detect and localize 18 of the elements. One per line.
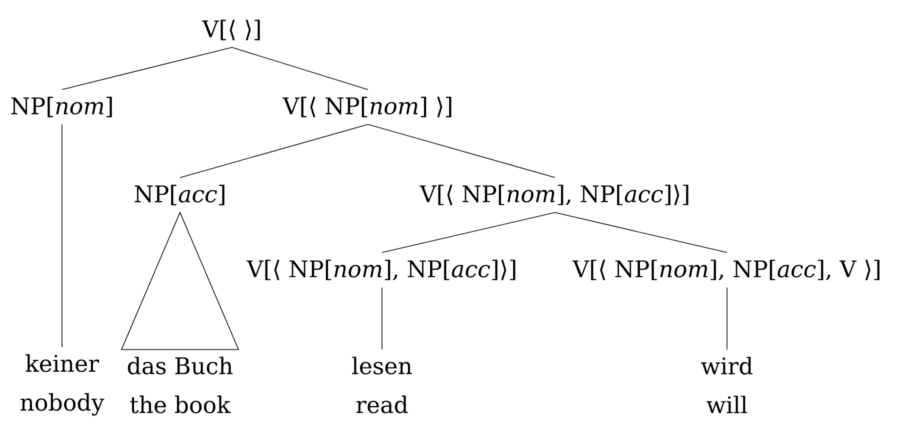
branch-line — [180, 124, 368, 178]
branch-line — [726, 287, 728, 350]
tree-label: V[⟨ NP[nom], NP[acc]⟩] — [420, 184, 688, 206]
branch-line — [232, 47, 368, 90]
tree-label: V[⟨ ⟩] — [202, 20, 260, 40]
word-gloss: das Buch the book — [128, 356, 233, 414]
branch-line — [62, 47, 232, 90]
tree-label: V[⟨ NP[nom], NP[acc], V ⟩] — [572, 260, 880, 280]
word-gloss: wird will — [701, 356, 753, 414]
tree-label: V[⟨ NP[nom] ⟩] — [282, 96, 452, 118]
word-gloss: lesen read — [352, 356, 412, 414]
branch-line — [382, 212, 556, 253]
tree-label: V[⟨ NP[nom], NP[acc]⟩] — [246, 260, 516, 280]
tree-label: NP[acc] — [134, 184, 224, 206]
word-gloss: keiner nobody — [20, 354, 104, 416]
branch-line — [368, 124, 556, 178]
branch-line — [554, 212, 728, 253]
tree-label: NP[nom] — [11, 96, 112, 118]
